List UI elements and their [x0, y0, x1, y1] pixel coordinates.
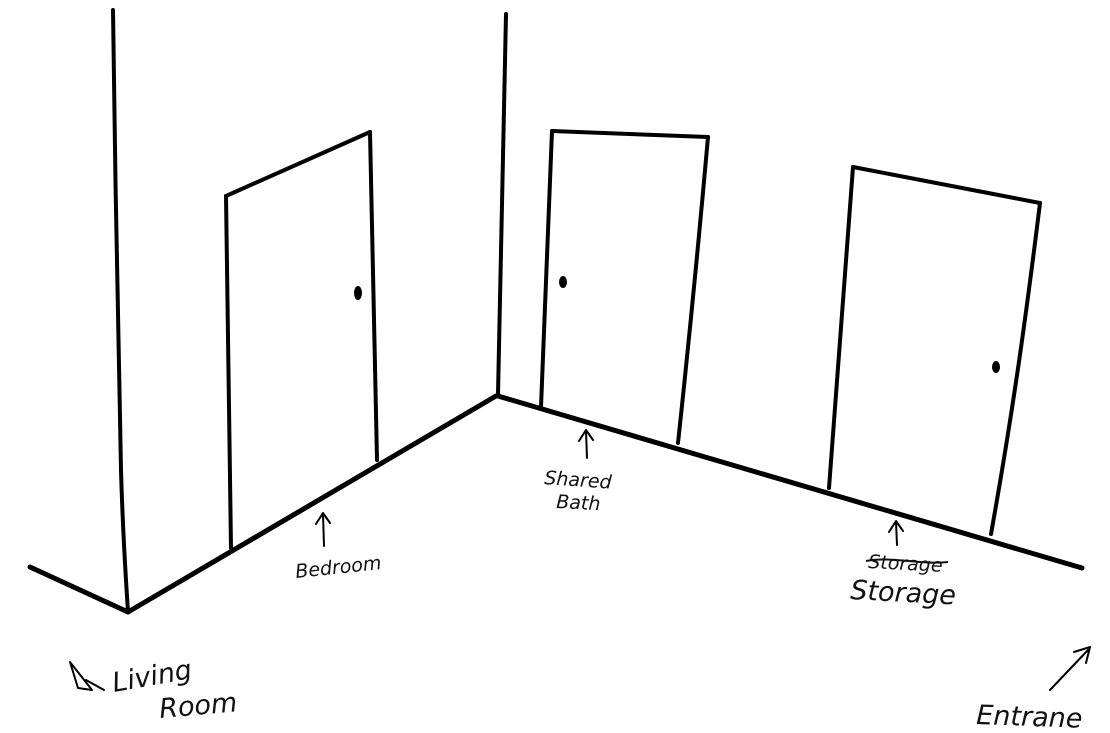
- storage-door: [829, 167, 1040, 534]
- shared-bath-door: [541, 131, 708, 443]
- shared-bath-label-line2: Bath: [556, 491, 601, 515]
- bath-pointer: [579, 430, 593, 458]
- storage-label-crossed-out: Storage: [868, 551, 943, 577]
- up-arrow-icon: [889, 521, 903, 545]
- bedroom-door-top-edge: [226, 132, 370, 196]
- walls: [113, 10, 506, 612]
- diagonal-arrow-icon: [1050, 647, 1090, 690]
- center-corner-line: [498, 14, 506, 394]
- left-corner-line: [113, 10, 128, 612]
- storage-door-top-edge: [853, 167, 1040, 203]
- entrance-label: Entrane: [976, 700, 1083, 733]
- up-arrow-icon: [579, 430, 593, 458]
- bedroom-door-knob: [354, 286, 362, 300]
- storage-label: Storage: [850, 575, 957, 611]
- bedroom-label: Bedroom: [294, 552, 382, 583]
- bedroom-door-left-edge: [226, 196, 231, 548]
- storage-door-knob: [992, 361, 1000, 373]
- hollow-arrow-icon: [70, 662, 104, 690]
- bath-door-knob: [559, 276, 567, 288]
- left-floor-line: [30, 567, 128, 612]
- living-room-pointer: [70, 662, 104, 690]
- bedroom-door-right-edge: [370, 132, 377, 460]
- bath-door-left-edge: [541, 131, 552, 407]
- shared-bath-label-line1: Shared: [544, 467, 614, 494]
- bedroom-door: [226, 132, 377, 548]
- entrance-pointer: [1050, 647, 1090, 690]
- bath-door-top-edge: [552, 131, 708, 137]
- bath-door-right-edge: [678, 137, 708, 443]
- living-room-label-line2: Room: [158, 687, 239, 725]
- storage-door-left-edge: [829, 167, 853, 488]
- up-arrow-icon: [316, 513, 330, 546]
- bedroom-pointer: [316, 513, 330, 546]
- storage-pointer: [889, 521, 903, 545]
